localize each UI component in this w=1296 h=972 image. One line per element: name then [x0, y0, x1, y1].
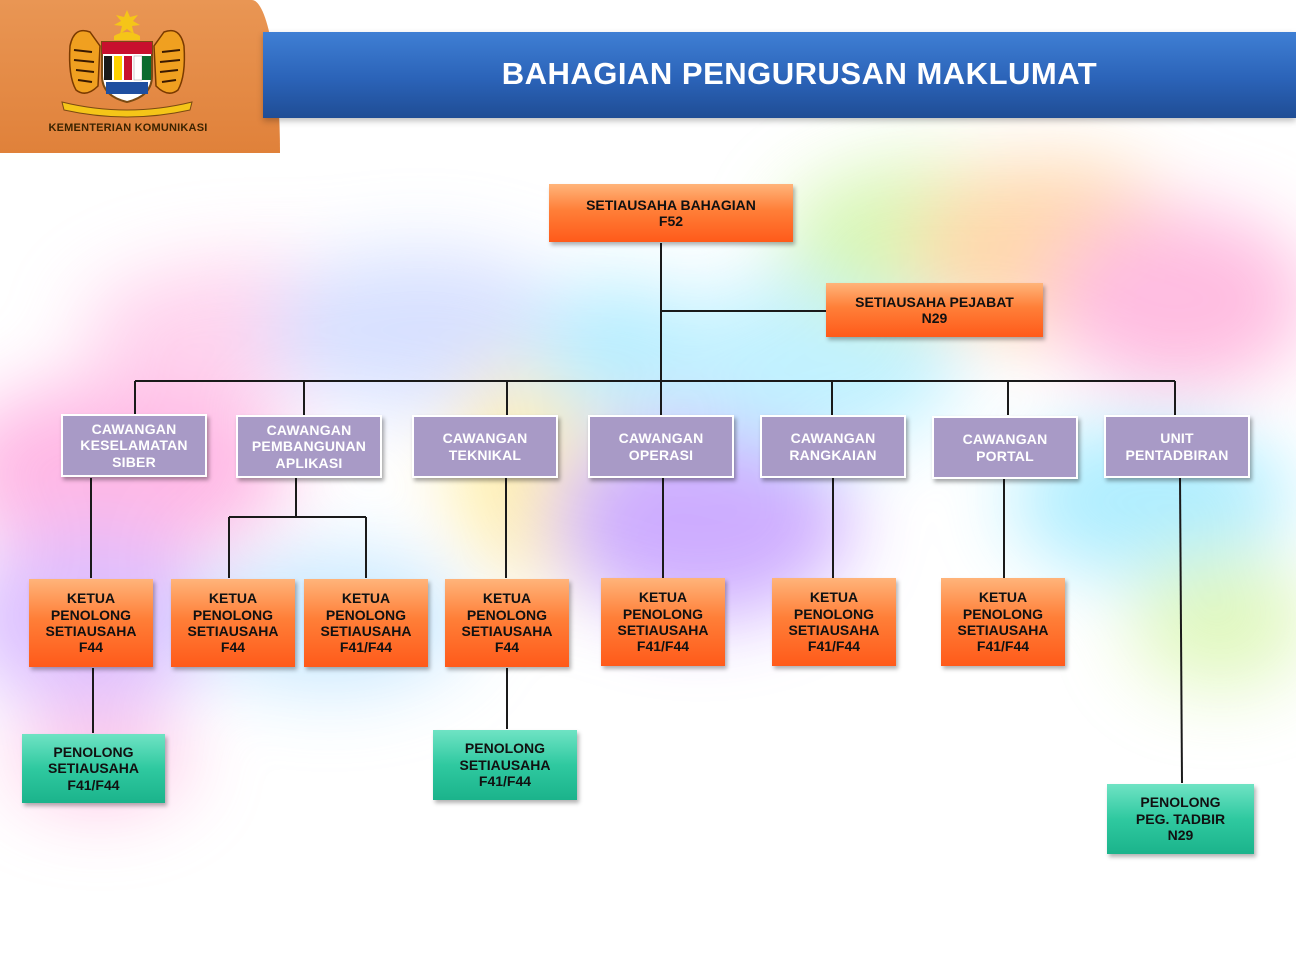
title-banner: BAHAGIAN PENGURUSAN MAKLUMAT [263, 32, 1296, 118]
kps-cyber-security: KETUA PENOLONG SETIAUSAHA F44 [29, 579, 153, 667]
kps-portal: KETUA PENOLONG SETIAUSAHA F41/F44 [941, 578, 1065, 666]
page-title: BAHAGIAN PENGURUSAN MAKLUMAT [501, 56, 1098, 91]
ministry-crest-panel: KEMENTERIAN KOMUNIKASI [0, 0, 280, 153]
coat-of-arms-icon [61, 10, 193, 118]
office-secretary-box: SETIAUSAHA PEJABAT N29 [826, 283, 1043, 337]
kps-network: KETUA PENOLONG SETIAUSAHA F41/F44 [772, 578, 896, 666]
branch-network: CAWANGAN RANGKAIAN [760, 415, 906, 478]
assistant-administration: PENOLONG PEG. TADBIR N29 [1107, 784, 1254, 854]
assistant-technical: PENOLONG SETIAUSAHA F41/F44 [433, 730, 577, 800]
head-secretary-box: SETIAUSAHA BAHAGIAN F52 [549, 184, 793, 242]
ministry-name: KEMENTERIAN KOMUNIKASI [48, 122, 208, 134]
branch-technical: CAWANGAN TEKNIKAL [412, 415, 558, 478]
kps-application-1: KETUA PENOLONG SETIAUSAHA F44 [171, 579, 295, 667]
kps-application-2: KETUA PENOLONG SETIAUSAHA F41/F44 [304, 579, 428, 667]
assistant-cyber-security: PENOLONG SETIAUSAHA F41/F44 [22, 734, 165, 803]
kps-operations: KETUA PENOLONG SETIAUSAHA F41/F44 [601, 578, 725, 666]
unit-administration: UNIT PENTADBIRAN [1104, 415, 1250, 478]
connector [1179, 477, 1183, 784]
branch-cyber-security: CAWANGAN KESELAMATAN SIBER [61, 414, 207, 477]
kps-technical: KETUA PENOLONG SETIAUSAHA F44 [445, 579, 569, 667]
branch-operations: CAWANGAN OPERASI [588, 415, 734, 478]
branch-application-development: CAWANGAN PEMBANGUNAN APLIKASI [236, 415, 382, 478]
branch-portal: CAWANGAN PORTAL [932, 416, 1078, 479]
